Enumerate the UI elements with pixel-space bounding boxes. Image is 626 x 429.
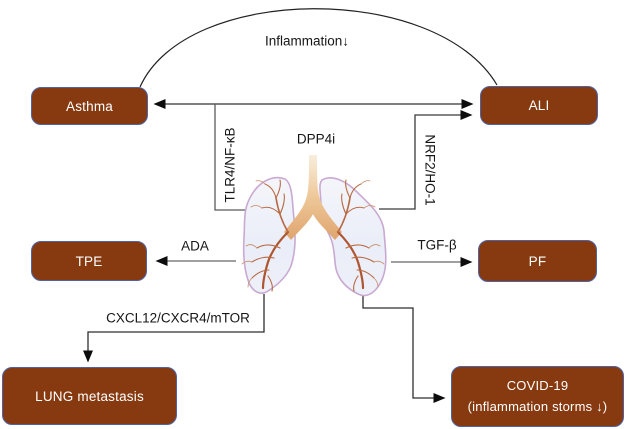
node-lung-metastasis: LUNG metastasis — [2, 367, 177, 425]
tlr4-pathway-line — [214, 104, 247, 211]
node-covid19-subtitle: (inflammation storms ↓) — [467, 398, 608, 414]
nrf2-pathway-arrow — [379, 110, 473, 210]
node-tpe-label: TPE — [75, 253, 103, 269]
cxcl12-pathway-label: CXCL12/CXCR4/mTOR — [106, 310, 250, 326]
tlr4-pathway-label: TLR4/NF-κB — [222, 127, 238, 203]
covid-pathway-arrow — [362, 296, 446, 403]
dpp4i-label: DPP4i — [296, 131, 336, 147]
node-lung-metastasis-label: LUNG metastasis — [35, 388, 144, 404]
node-covid19: COVID-19 (inflammation storms ↓) — [451, 366, 624, 427]
inflammation-arc-label: Inflammation↓ — [264, 33, 350, 49]
node-pf: PF — [478, 240, 597, 282]
lungs-illustration — [241, 155, 387, 297]
node-ali: ALI — [480, 86, 598, 125]
node-covid19-title: COVID-19 — [506, 378, 569, 394]
node-pf-label: PF — [528, 253, 547, 269]
node-asthma-label: Asthma — [66, 98, 113, 114]
tgfb-pathway-label: TGF-β — [417, 237, 457, 253]
inflammation-arc-line — [139, 8, 498, 88]
ada-pathway-label: ADA — [181, 238, 209, 254]
nrf2-pathway-label: NRF2/HO-1 — [422, 134, 438, 206]
cxcl12-pathway-arrow — [83, 294, 265, 363]
node-ali-label: ALI — [528, 98, 550, 113]
node-tpe: TPE — [31, 241, 147, 281]
node-asthma: Asthma — [31, 87, 148, 125]
